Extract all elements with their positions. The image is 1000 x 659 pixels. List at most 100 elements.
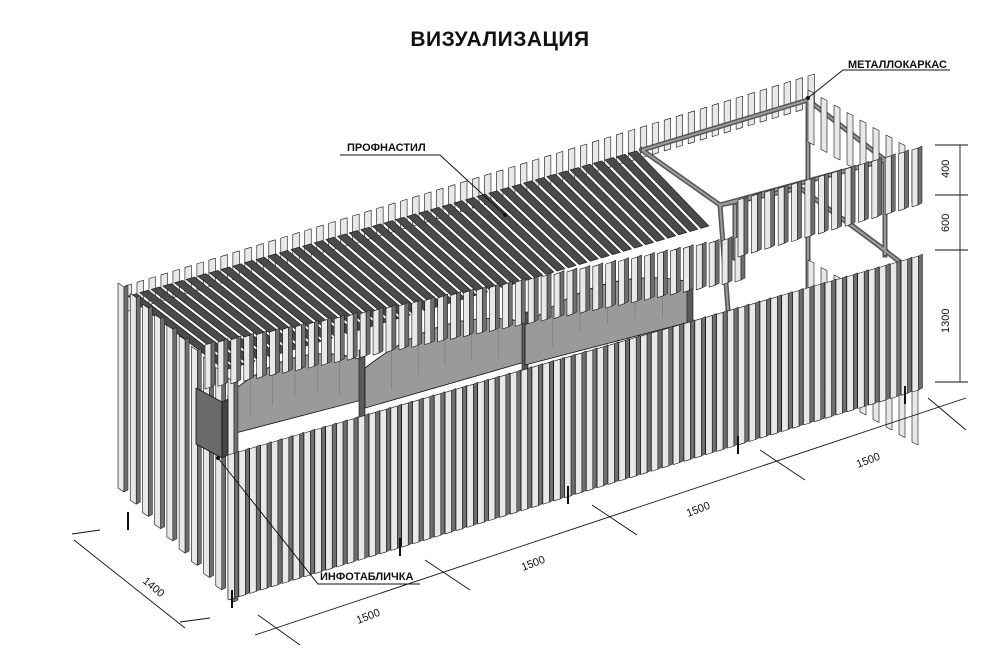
front-upper-slat-shade <box>714 238 720 286</box>
front-lower-slat-shade <box>798 288 804 427</box>
front-upper-slat <box>553 272 561 319</box>
front-lower-slat-shade <box>581 350 587 493</box>
front-lower-slat-shade <box>918 253 923 391</box>
front-upper-slat <box>644 253 651 301</box>
front-lower-slat-shade <box>397 403 402 549</box>
front-upper-slat-shade <box>417 298 423 346</box>
front-lower-slat-shade <box>234 450 239 599</box>
front-lower-slat-shade <box>353 416 359 562</box>
end-top-slat <box>820 97 828 153</box>
front-lower-slat <box>803 286 811 426</box>
end-upper-slat <box>898 151 905 212</box>
front-upper-slat <box>346 313 354 361</box>
front-upper-slat-shade <box>469 288 474 336</box>
front-lower-slat <box>585 349 594 492</box>
front-lower-slat-shade <box>820 281 826 420</box>
front-upper-slat-shade <box>391 304 397 351</box>
front-lower-slat <box>325 424 333 571</box>
back-slat <box>723 99 731 134</box>
front-lower-slat <box>292 433 300 581</box>
end-upper-slat <box>831 170 838 231</box>
side-slat-shade <box>148 305 153 517</box>
back-slat <box>675 114 683 148</box>
front-lower-slat <box>466 383 474 528</box>
front-lower-slat-shade <box>538 363 543 506</box>
front-lower-slat-shade <box>462 385 467 529</box>
front-upper-slat <box>527 277 535 325</box>
end-upper-slat-shade <box>797 180 802 240</box>
front-lower-slat-shade <box>831 278 836 417</box>
front-lower-slat-shade <box>559 356 565 500</box>
end-upper-slat <box>884 155 892 215</box>
front-lower-slat-shade <box>310 428 315 576</box>
front-upper-slat <box>359 311 367 358</box>
frame-beam-highlight <box>844 219 901 263</box>
back-slat <box>711 103 719 137</box>
roof-rib <box>604 157 688 236</box>
dim-section-4: 1500 <box>855 451 882 471</box>
front-lower-slat <box>835 277 843 416</box>
dim-section-3: 1500 <box>685 500 712 520</box>
front-upper-slat <box>631 256 638 304</box>
front-lower-slat <box>813 283 822 423</box>
front-lower-slat <box>727 308 735 449</box>
back-slat <box>735 95 743 130</box>
dimension-lines <box>71 144 968 646</box>
front-lower-slat <box>618 340 626 482</box>
end-top-slat <box>833 104 841 161</box>
end-upper-slat-shade <box>877 157 883 217</box>
end-upper-slat <box>804 178 812 239</box>
front-upper-slat-shade <box>404 301 410 349</box>
side-slat <box>142 303 149 517</box>
front-upper-slat-shade <box>559 270 565 317</box>
info-sign <box>195 387 229 459</box>
front-lower-slat <box>705 315 713 456</box>
front-lower-slat-shade <box>245 447 250 595</box>
front-lower-slat <box>737 305 746 446</box>
front-lower-slat-shade <box>777 294 782 434</box>
front-upper-slat-shade <box>236 335 242 383</box>
front-upper-slat-shade <box>598 262 604 309</box>
front-upper-slat <box>657 251 664 298</box>
front-lower-slat-shade <box>386 406 391 553</box>
end-upper-slat <box>911 147 919 208</box>
info-sign-edge <box>221 398 229 459</box>
front-lower-slat-shade <box>288 435 294 582</box>
dim-length-tick <box>927 397 967 431</box>
front-upper-slat-shade <box>637 254 642 302</box>
front-lower-slat-shade <box>473 381 478 526</box>
side-slat-shade <box>160 316 165 529</box>
front-lower-slat-shade <box>266 441 272 589</box>
front-lower-slat-shade <box>646 331 652 473</box>
frame-beam-highlight <box>641 99 809 151</box>
front-lower-slat-shade <box>863 269 869 407</box>
front-lower-slat <box>455 387 463 531</box>
front-lower-slat-shade <box>668 325 674 467</box>
front-upper-slat-shade <box>482 285 487 333</box>
front-lower-slat <box>520 368 528 512</box>
front-lower-slat <box>412 399 420 545</box>
front-upper-slat <box>566 269 574 317</box>
front-upper-slat-shade <box>495 283 500 330</box>
leader-roof-dot <box>503 213 507 217</box>
front-lower-slat <box>748 302 756 442</box>
front-lower-slat-shade <box>755 300 760 440</box>
front-upper-slat-shade <box>210 340 216 388</box>
front-upper-slat-shade <box>365 309 371 356</box>
front-lower-slat <box>390 405 398 551</box>
front-lower-slat-shade <box>722 310 728 450</box>
leader-roof <box>340 154 506 216</box>
front-upper-slat-shade <box>585 265 591 312</box>
front-lower-slat <box>260 443 268 591</box>
front-lower-slat-shade <box>625 338 630 480</box>
front-upper-slat-shade <box>663 249 668 296</box>
front-lower-slat-shade <box>255 444 261 592</box>
end-upper-slat <box>844 166 852 227</box>
end-upper-slat-shade <box>917 145 923 206</box>
front-lower-slat <box>575 352 583 495</box>
front-upper-slat-shade <box>249 332 255 380</box>
end-upper-slat-shade <box>783 184 789 244</box>
front-lower-slat <box>531 365 539 508</box>
front-lower-slat <box>357 415 366 561</box>
dim-height-bottom: 1300 <box>940 309 952 333</box>
